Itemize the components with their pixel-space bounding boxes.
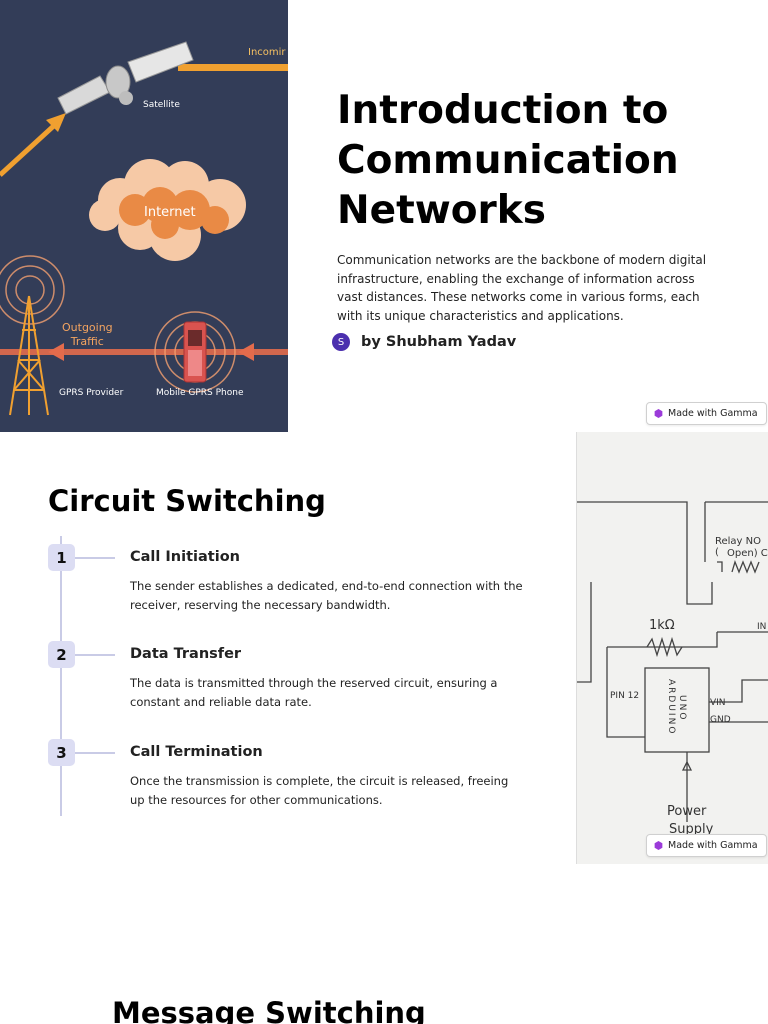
section-title: Circuit Switching: [48, 484, 326, 518]
step-title: Call Initiation: [130, 549, 240, 565]
resistor-label: 1kΩ: [649, 618, 675, 633]
relay-label-line2: Open) C: [727, 548, 768, 559]
step-number-badge: 3: [48, 739, 75, 766]
made-with-gamma-badge[interactable]: Made with Gamma: [646, 402, 767, 425]
circuit-sketch-drawing: [577, 501, 768, 822]
satellite-icon: [57, 41, 194, 115]
step-description: Once the transmission is complete, the c…: [130, 774, 509, 807]
badge-label: Made with Gamma: [668, 840, 758, 851]
power-label-line2: Supply: [669, 822, 714, 837]
slide-intro: Incomir Satellite Internet Outgoing Traf…: [0, 0, 768, 432]
power-label-line1: Power: [667, 804, 707, 819]
made-with-gamma-badge[interactable]: Made with Gamma: [646, 834, 767, 857]
avatar[interactable]: S: [332, 333, 350, 351]
step-title: Call Termination: [130, 744, 263, 760]
gprs-provider-label: GPRS Provider: [59, 388, 124, 398]
step-connector: [75, 557, 115, 559]
relay-label-line1: Relay NO (: [715, 536, 762, 558]
incoming-label: Incomir: [248, 47, 286, 58]
slide-title: Introduction to Communication Networks: [337, 88, 679, 233]
step-description: The data is transmitted through the rese…: [130, 676, 498, 709]
gamma-logo-icon: [654, 409, 663, 418]
gnd-label: GND: [710, 715, 731, 725]
gamma-logo-icon: [654, 841, 663, 850]
step-connector: [75, 654, 115, 656]
satellite-label: Satellite: [143, 100, 180, 110]
author-name: by Shubham Yadav: [361, 334, 517, 350]
step-number-badge: 1: [48, 544, 75, 571]
mobile-phone-icon: [183, 321, 207, 383]
outgoing-label-line2: Traffic: [70, 335, 104, 348]
pin-label: PIN 12: [610, 691, 640, 701]
in-label: IN: [757, 622, 767, 632]
gprs-tower-icon: [9, 295, 49, 416]
incoming-arrow: [178, 64, 288, 71]
step-connector: [75, 752, 115, 754]
arduino-label: ARDUINO: [666, 679, 676, 736]
uno-label: UNO: [677, 695, 687, 722]
uplink-arrowhead: [46, 113, 66, 132]
outgoing-line: [0, 349, 288, 355]
outgoing-label-line1: Outgoing: [62, 321, 113, 334]
circuit-sketch-image: Relay NO ( Open) C 1kΩ IN PIN 12 ARDUINO…: [576, 432, 768, 864]
network-illustration: Incomir Satellite Internet Outgoing Traf…: [0, 0, 288, 432]
vin-label: VIN: [710, 698, 726, 708]
network-illustration-graphic: [0, 41, 288, 416]
uplink-arrow: [0, 120, 60, 177]
section-title: Message Switching: [112, 996, 426, 1024]
internet-label: Internet: [144, 205, 196, 220]
author-byline: S by Shubham Yadav: [332, 333, 516, 351]
slide-description: Communication networks are the backbone …: [337, 253, 707, 323]
mobile-phone-label: Mobile GPRS Phone: [156, 388, 244, 398]
slide-message-switching: Message Switching: [0, 864, 768, 1024]
slide-circuit-switching: Circuit Switching 1 Call Initiation The …: [0, 432, 768, 864]
outgoing-arrowhead-right: [238, 343, 254, 361]
outgoing-label: Outgoing Traffic: [62, 321, 113, 349]
step-title: Data Transfer: [130, 646, 242, 662]
internet-cloud-icon: [89, 159, 246, 261]
badge-label: Made with Gamma: [668, 408, 758, 419]
timeline-line: [60, 536, 62, 816]
outgoing-arrowhead-left: [48, 343, 64, 361]
step-description: The sender establishes a dedicated, end-…: [130, 579, 523, 612]
step-number-badge: 2: [48, 641, 75, 668]
